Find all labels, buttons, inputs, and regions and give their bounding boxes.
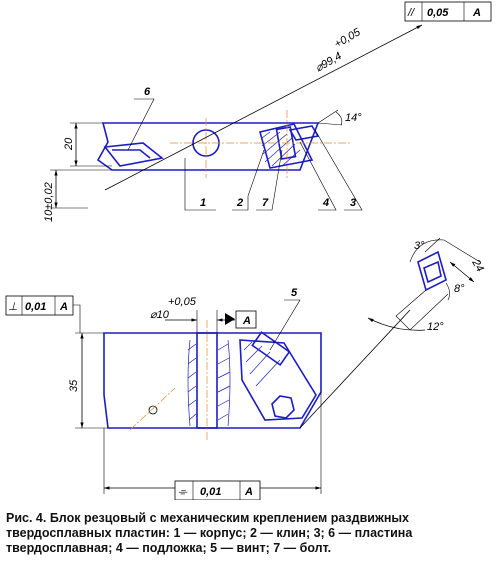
callout-2: 2 [236, 197, 243, 209]
svg-text:0,01: 0,01 [25, 301, 46, 313]
clamp-assembly [259, 123, 320, 169]
tolerance-frame-symmetry: ⌯ 0,01 A [174, 480, 261, 500]
hole-label: ⌀10 [150, 309, 170, 321]
svg-text:⌯: ⌯ [178, 486, 188, 498]
block-body-front [103, 332, 322, 429]
height-10-label: 10±0,02 [43, 182, 55, 222]
figure-caption: Рис. 4. Блок резцовый с механическим кре… [6, 511, 413, 555]
angle-8-label: 8° [454, 283, 465, 295]
callout-1: 1 [200, 197, 206, 209]
svg-text:0,01: 0,01 [200, 486, 221, 498]
technical-drawing: ⌀99,4 +0,05 // 0,05 A 14° 20 10±0,02 6 1 [5, 1, 492, 500]
svg-text:A: A [472, 7, 481, 19]
diameter-label: ⌀99,4 [314, 50, 344, 74]
angle-12-label: 12° [427, 321, 444, 333]
svg-text:A: A [59, 301, 68, 313]
height-20-label: 20 [63, 137, 75, 151]
datum-a: A [242, 315, 251, 327]
front-view: ⌀10 +0,05 A 5 ⊥ 0,01 A 35 [5, 287, 411, 500]
angle-3-label: 3° [414, 240, 425, 252]
hole-tol-label: +0,05 [168, 296, 197, 308]
size-24-label: 24 [469, 257, 486, 274]
insert-detail: 3° 24 8° 12° [367, 237, 486, 333]
svg-text:A: A [244, 486, 253, 498]
diameter-tol-label: +0,05 [333, 26, 364, 51]
height-35-label: 35 [68, 379, 80, 392]
callout-6: 6 [144, 86, 151, 98]
svg-text:0,05: 0,05 [427, 7, 449, 19]
svg-text:⊥: ⊥ [8, 301, 18, 313]
insert-left [103, 142, 164, 167]
callout-7: 7 [262, 197, 269, 209]
tolerance-frame-parallel: // 0,05 A [404, 1, 492, 22]
callout-4: 4 [322, 197, 329, 209]
tolerance-frame-perpendicular: ⊥ 0,01 A [5, 295, 81, 333]
angle-14-label: 14° [345, 112, 362, 124]
callout-3: 3 [350, 197, 356, 209]
svg-text://: // [407, 7, 415, 19]
top-view: ⌀99,4 +0,05 // 0,05 A 14° 20 10±0,02 6 1 [43, 1, 492, 222]
callout-5: 5 [291, 287, 298, 299]
